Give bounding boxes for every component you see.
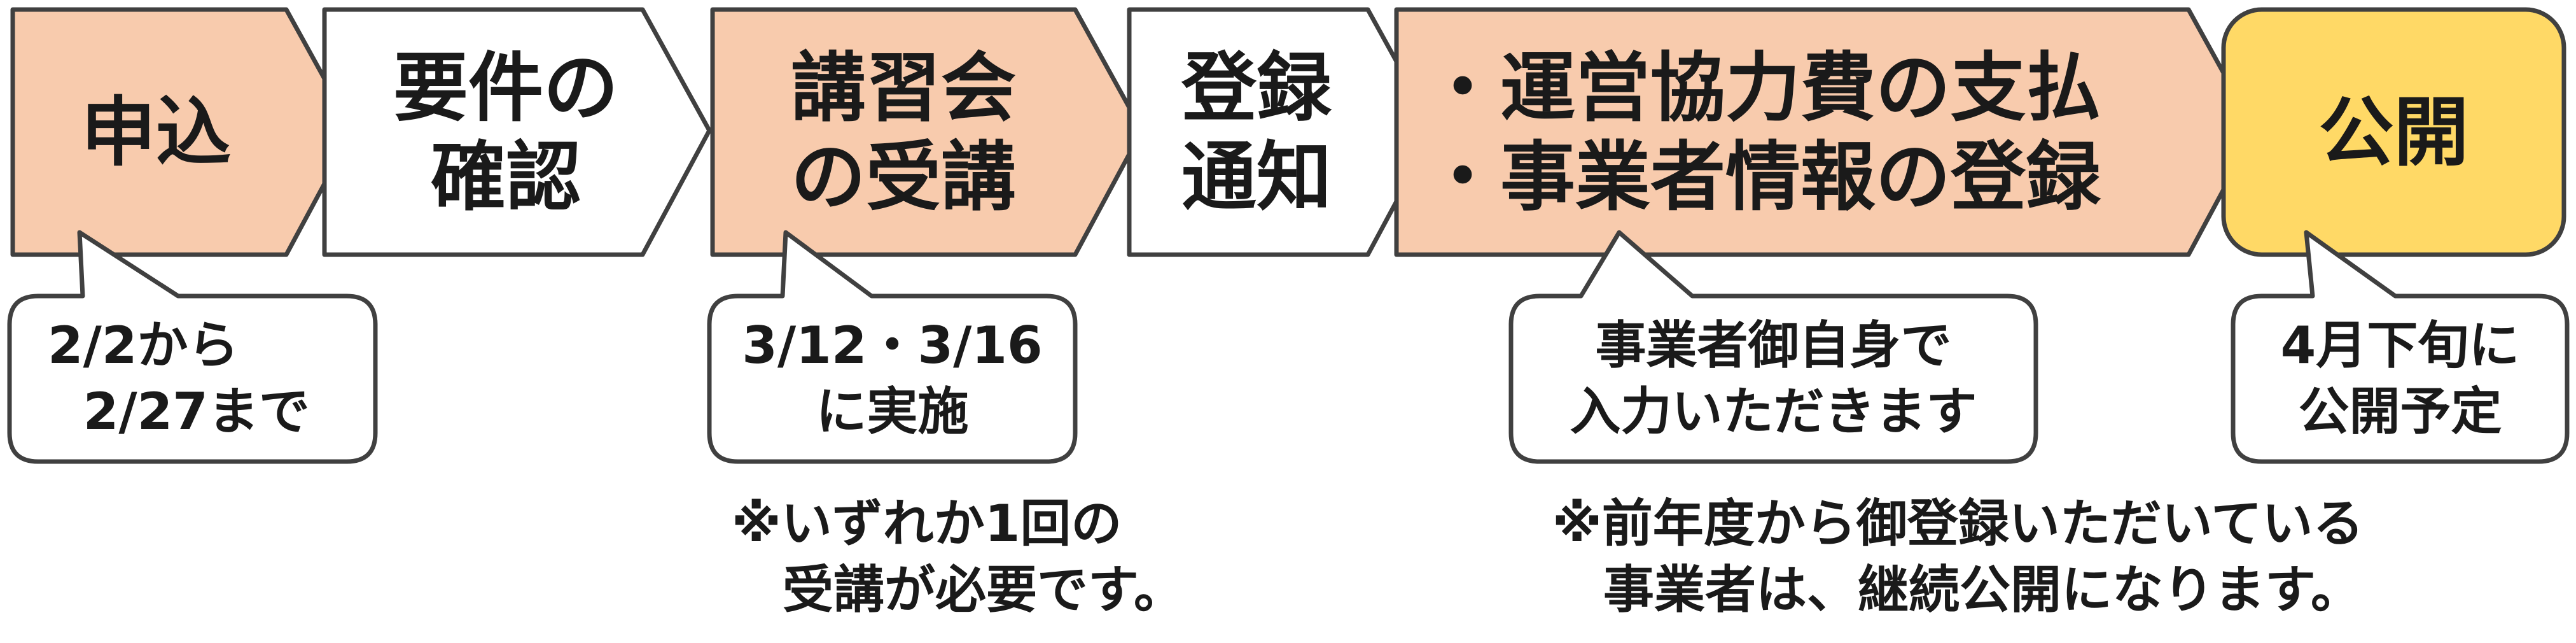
step-6-label: 公開: [2224, 10, 2564, 255]
note-2: ※前年度から御登録いただいている 事業者は、継続公開になります。: [1552, 484, 2443, 630]
step-5-label: ・運営協力費の支払 ・事業者情報の登録: [1425, 10, 2201, 255]
note-1-line-1: ※いずれか1回の: [732, 494, 1122, 553]
callout-1-line-2: 2/27まで: [48, 382, 310, 441]
callout-3-bubble: [1508, 230, 2038, 464]
step-1-line-1: 申込: [80, 88, 231, 176]
step-2-shape: [322, 7, 712, 257]
step-2-label: 要件の 確認: [356, 10, 655, 255]
callout-1-text: 2/2から 2/27まで: [10, 296, 375, 462]
callout-4-text: 4月下旬に 公開予定: [2233, 296, 2567, 462]
note-2-line-2: 事業者は、継続公開になります。: [1552, 560, 2362, 619]
callout-2-line-1: 3/12・3/16: [742, 316, 1043, 375]
callout-4-bubble: [2231, 230, 2570, 464]
step-6-shape: [2221, 7, 2566, 257]
step-3-line-2: の受講: [790, 132, 1016, 221]
callout-4-line-1: 4月下旬に: [2280, 316, 2520, 375]
step-4-label: 登録 通知: [1129, 10, 1384, 255]
step-2-line-1: 要件の: [393, 43, 618, 132]
callout-2-line-2: に実施: [816, 382, 969, 441]
note-1: ※いずれか1回の 受講が必要です。: [732, 484, 1241, 630]
callout-2-text: 3/12・3/16 に実施: [709, 296, 1075, 462]
callout-2-bubble: [707, 230, 1078, 464]
callout-1-bubble: [7, 230, 378, 464]
step-6-line-1: 公開: [2318, 88, 2469, 176]
step-5-line-2: ・事業者情報の登録: [1425, 132, 2101, 221]
callout-3-line-2: 入力いただきます: [1570, 382, 1977, 441]
step-3-label: 講習会 の受講: [713, 10, 1094, 255]
step-5-line-1: ・運営協力費の支払: [1425, 43, 2101, 132]
step-4-line-1: 登録: [1181, 43, 1332, 132]
note-1-line-2: 受講が必要です。: [732, 560, 1185, 619]
step-1-shape: [10, 7, 356, 257]
step-4-line-2: 通知: [1181, 132, 1332, 221]
step-1-label: 申込: [13, 10, 299, 255]
callout-3-line-1: 事業者御自身で: [1595, 316, 1952, 375]
step-3-line-1: 講習会: [790, 43, 1016, 132]
callout-3-text: 事業者御自身で 入力いただきます: [1511, 296, 2036, 462]
callout-1-line-1: 2/2から: [48, 316, 239, 375]
callout-4-line-2: 公開予定: [2298, 382, 2502, 441]
note-2-line-1: ※前年度から御登録いただいている: [1552, 494, 2364, 553]
step-2-line-2: 確認: [430, 132, 581, 221]
step-3-shape: [710, 7, 1145, 257]
